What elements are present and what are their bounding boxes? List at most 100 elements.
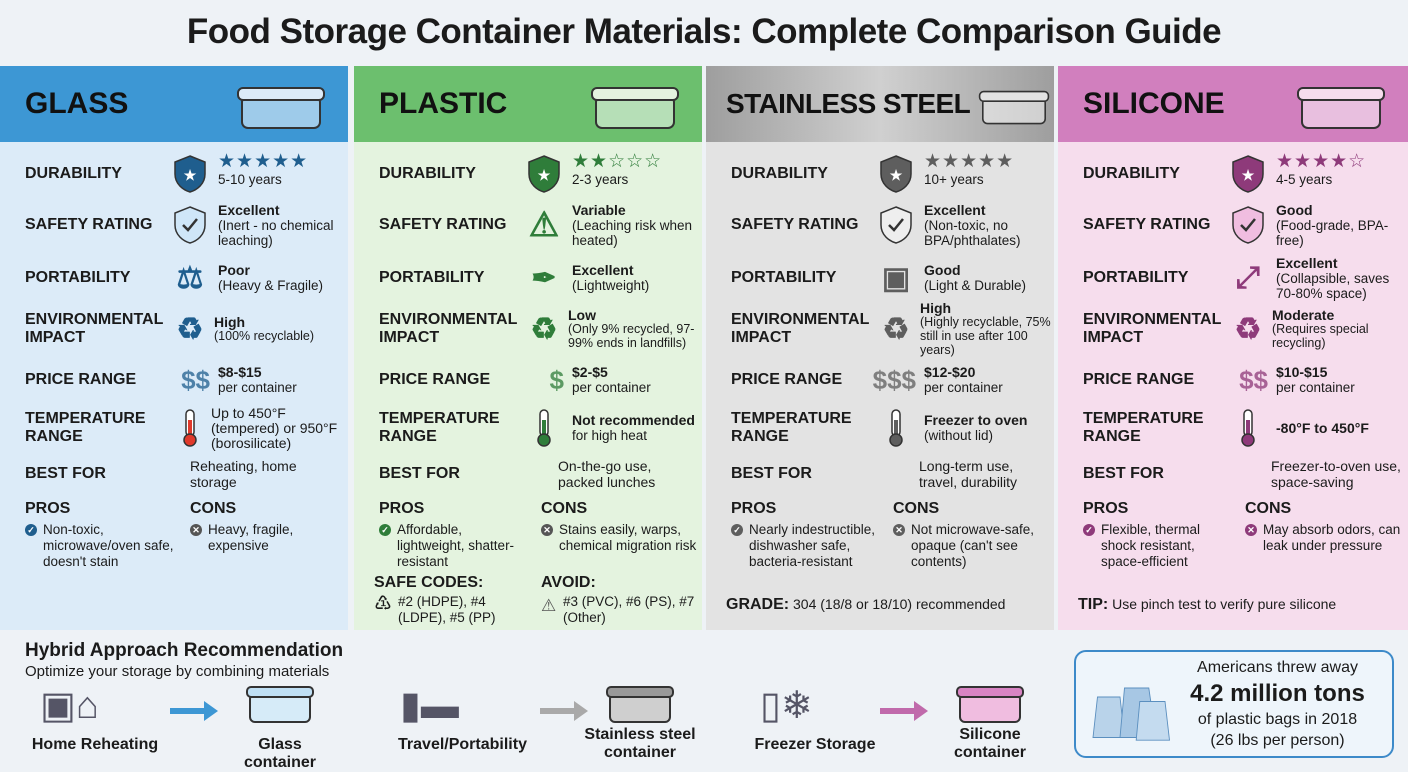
silicone-container-icon xyxy=(956,686,1024,723)
best-for-value: Freezer-to-oven use, space-saving xyxy=(1271,458,1401,490)
price-note: per container xyxy=(572,380,651,395)
check-icon: ✓ xyxy=(731,524,743,536)
durability-value: 10+ years xyxy=(924,172,984,187)
shield-star-icon: ★ xyxy=(1228,154,1268,194)
column-plastic: PLASTIC DURABILITY★★★☆☆☆2-3 years SAFETY… xyxy=(354,66,702,630)
thermometer-icon xyxy=(524,408,564,448)
x-icon: ✕ xyxy=(190,524,202,536)
row-portability: PORTABILITY✒Excellent(Lightweight) xyxy=(354,256,702,300)
portability-note: (Heavy & Fragile) xyxy=(218,278,324,293)
row-label: TEMPERATURE RANGE xyxy=(731,410,852,445)
safety-title: Good xyxy=(1276,201,1313,218)
arrow-icon xyxy=(880,701,928,721)
cons-text: Stains easily, warps, chemical migration… xyxy=(559,522,697,553)
container-icon xyxy=(1297,87,1385,129)
column-footer: GRADE: 304 (18/8 or 18/10) recommended xyxy=(726,596,1005,614)
price-note: per container xyxy=(1276,380,1355,395)
cons-heading: CONS xyxy=(190,500,237,517)
row-label: PRICE RANGE xyxy=(1083,371,1195,388)
svg-text:★: ★ xyxy=(1242,167,1255,183)
cons-heading: CONS xyxy=(1245,500,1292,517)
recycle-icon: ♻ xyxy=(1234,312,1262,346)
avoid-codes: ⚠ #3 (PVC), #6 (PS), #7 (Other) xyxy=(541,594,701,626)
bag-car-icon: ▮▬ xyxy=(400,685,459,727)
temperature-title: Freezer to oven xyxy=(924,412,1028,428)
cons-item: ✕Not microwave-safe, opaque (can't see c… xyxy=(893,522,1053,570)
stat-line2: of plastic bags in 2018 xyxy=(1197,711,1358,728)
star-rating: ★★☆☆☆ xyxy=(572,151,663,172)
safety-title: Variable xyxy=(572,201,626,218)
safe-codes-label: SAFE CODES: xyxy=(374,574,484,591)
environmental-note: (Only 9% recycled, 97-99% ends in landfi… xyxy=(568,322,695,350)
container-icon xyxy=(978,90,1050,125)
cons-text: Not microwave-safe, opaque (can't see co… xyxy=(911,522,1035,569)
temperature-title: -80°F to 450°F xyxy=(1276,419,1369,436)
cons-item: ✕Stains easily, warps, chemical migratio… xyxy=(541,522,701,554)
shield-star-icon: ★ xyxy=(170,154,210,194)
row-label: PRICE RANGE xyxy=(379,371,491,388)
row-portability: PORTABILITY⚖Poor(Heavy & Fragile) xyxy=(0,256,348,300)
row-environmental: ENVIRONMENTAL IMPACT♻Moderate(Requires s… xyxy=(1058,306,1408,352)
row-label: DURABILITY xyxy=(379,165,476,182)
environmental-title: High xyxy=(920,300,952,316)
row-label: TEMPERATURE RANGE xyxy=(379,410,500,445)
row-label: PRICE RANGE xyxy=(731,371,843,388)
microwave-house-icon: ▣⌂ xyxy=(40,685,99,727)
price-title: $12-$20 xyxy=(924,364,976,380)
environmental-note: (Requires special recycling) xyxy=(1272,322,1369,350)
row-environmental: ENVIRONMENTAL IMPACT♻High(Highly recycla… xyxy=(706,301,1054,357)
avoid-text: #3 (PVC), #6 (PS), #7 (Other) xyxy=(563,594,695,625)
row-label: PORTABILITY xyxy=(379,269,485,286)
thermometer-icon xyxy=(1228,408,1268,448)
footer-text: Use pinch test to verify pure silicone xyxy=(1112,596,1337,612)
material-name: SILICONE xyxy=(1083,87,1225,120)
pros-text: Flexible, thermal shock resistant, space… xyxy=(1101,522,1201,569)
durability-value: 5-10 years xyxy=(218,172,282,187)
safe-codes: ♳ #2 (HDPE), #4 (LDPE), #5 (PP) xyxy=(374,594,534,626)
pros-item: ✓Nearly indestructible, dishwasher safe,… xyxy=(731,522,881,570)
safety-title: Excellent xyxy=(218,201,280,218)
portability-title: Good xyxy=(924,262,961,278)
recycle-icon: ♳ xyxy=(374,593,392,615)
row-durability: DURABILITY★★★★★☆4-5 years xyxy=(1058,152,1408,196)
cons-item: ✕May absorb odors, can leak under pressu… xyxy=(1245,522,1405,554)
safe-codes-text: #2 (HDPE), #4 (LDPE), #5 (PP) xyxy=(398,594,496,625)
footer-label: TIP: xyxy=(1078,596,1109,613)
pros-item: ✓Flexible, thermal shock resistant, spac… xyxy=(1083,522,1233,570)
row-temperature: TEMPERATURE RANGE Freezer to oven(without… xyxy=(706,406,1054,450)
shield-check-icon xyxy=(170,205,210,245)
environmental-title: High xyxy=(214,314,246,330)
stat-line3: (26 lbs per person) xyxy=(1210,732,1345,749)
arrow-icon xyxy=(540,701,588,721)
feather-icon: ✒ xyxy=(531,261,557,295)
plastic-bags-icon xyxy=(1092,687,1171,741)
row-label: ENVIRONMENTAL IMPACT xyxy=(379,311,518,346)
flow-source: Freezer Storage xyxy=(754,736,876,753)
row-label: SAFETY RATING xyxy=(731,216,859,233)
row-label: SAFETY RATING xyxy=(379,216,507,233)
row-label: DURABILITY xyxy=(731,165,828,182)
pros-item: ✓Non-toxic, microwave/oven safe, doesn't… xyxy=(25,522,180,570)
column-footer: TIP: Use pinch test to verify pure silic… xyxy=(1078,596,1336,614)
cons-heading: CONS xyxy=(541,500,588,517)
warning-icon: ⚠ xyxy=(528,206,560,244)
flow-source: Travel/Portability xyxy=(398,736,527,753)
safety-note: (Food-grade, BPA-free) xyxy=(1276,217,1389,248)
arrow-icon xyxy=(170,701,218,721)
temperature-note: (without lid) xyxy=(924,428,994,443)
portability-note: (Lightweight) xyxy=(572,278,650,293)
shield-check-icon xyxy=(1228,205,1268,245)
price-note: per container xyxy=(218,380,297,395)
row-label: ENVIRONMENTAL IMPACT xyxy=(1083,311,1222,346)
page-title: Food Storage Container Materials: Comple… xyxy=(186,12,1222,51)
container-icon xyxy=(591,87,679,129)
glass-container-icon xyxy=(246,686,314,723)
shield-check-icon xyxy=(876,205,916,245)
column-stainless-steel: STAINLESS STEEL DURABILITY★★★★★★10+ year… xyxy=(706,66,1054,630)
warning-icon: ⚠ xyxy=(541,596,557,615)
footer-text: 304 (18/8 or 18/10) recommended xyxy=(793,596,1006,612)
container-icon xyxy=(237,87,325,129)
